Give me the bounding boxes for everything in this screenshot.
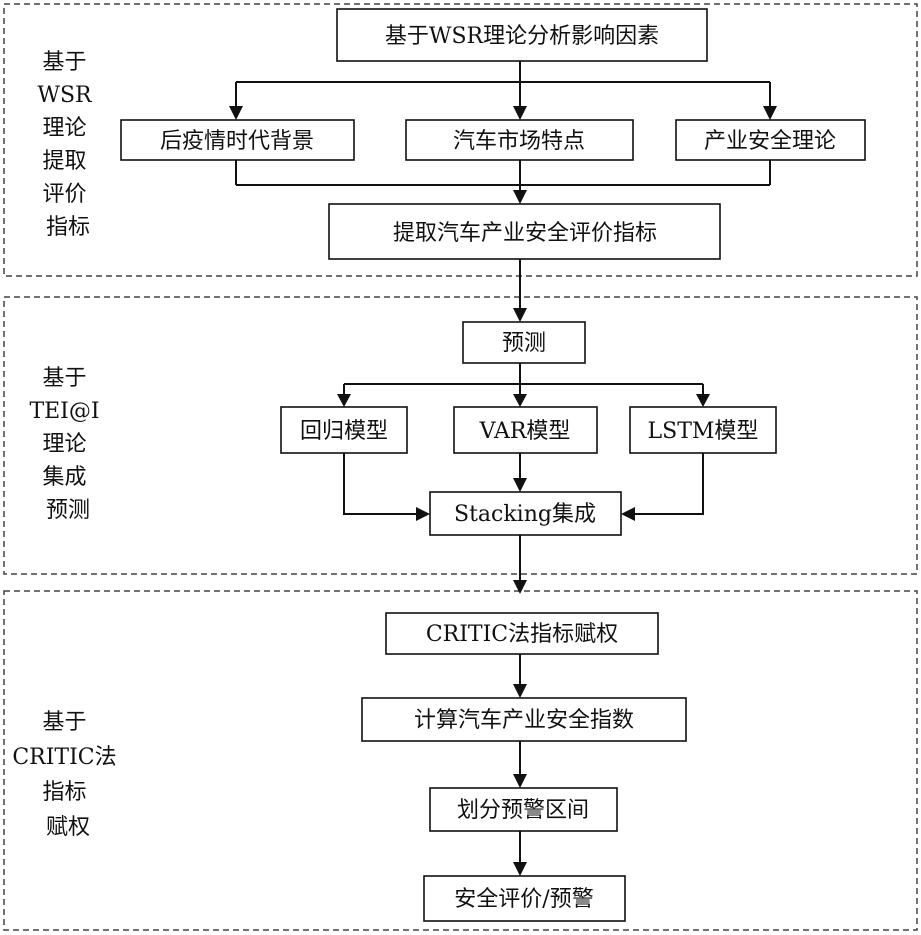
section-3-label-line: 指标	[42, 780, 86, 805]
arrowhead	[513, 684, 527, 698]
box-industry-security-theory-label: 产业安全理论	[704, 129, 836, 154]
box-critic-weighting	[385, 612, 659, 655]
box-regression-model	[280, 406, 408, 454]
box-industry-security-theory	[675, 119, 866, 161]
section-1-label-line: 理论	[42, 116, 86, 141]
arrowhead	[513, 478, 527, 492]
section-2-label: 基于 TEI@I 理论 集成 预测	[29, 366, 106, 523]
section-2-label-line: TEI@I	[29, 399, 99, 424]
section-1-label-line: 指标	[46, 215, 90, 240]
arrowhead	[416, 507, 430, 521]
arrowhead	[513, 106, 527, 120]
box-var-model	[453, 406, 598, 454]
section-2-label-line: 基于	[42, 366, 86, 391]
arrowhead	[513, 580, 527, 594]
box-auto-market-label: 汽车市场特点	[453, 129, 585, 154]
section-1-label-line: 基于	[42, 50, 86, 75]
box-lstm-model-label: LSTM模型	[648, 419, 759, 444]
box-var-model-label: VAR模型	[479, 419, 571, 444]
box-extract-indicators-label: 提取汽车产业安全评价指标	[393, 221, 657, 246]
arrowhead	[513, 190, 527, 204]
section-3-label-line: CRITIC法	[12, 745, 116, 770]
box-compute-index-label: 计算汽车产业安全指数	[414, 708, 634, 733]
box-warning-intervals-label: 划分预警区间	[457, 798, 589, 823]
box-wsr-analysis	[336, 8, 708, 62]
section-1-label-line: WSR	[37, 83, 93, 108]
arrowhead	[513, 308, 527, 322]
box-post-pandemic-label: 后疫情时代背景	[160, 129, 314, 154]
section-3-label: 基于 CRITIC法 指标 赋权	[12, 710, 123, 840]
box-lstm-model	[629, 406, 777, 454]
arrowhead	[621, 507, 635, 521]
box-stacking-label: Stacking集成	[454, 502, 596, 527]
box-compute-index	[361, 697, 687, 742]
section-1-label-line: 评价	[42, 182, 86, 207]
box-security-evaluation	[423, 875, 626, 922]
section-3-label-line: 赋权	[46, 815, 90, 840]
box-stacking	[429, 491, 622, 536]
box-security-evaluation-label: 安全评价/预警	[454, 887, 593, 912]
arrowhead	[513, 774, 527, 788]
section-2-frame	[3, 296, 918, 575]
box-critic-weighting-label: CRITIC法指标赋权	[426, 622, 618, 647]
box-auto-market	[405, 119, 634, 161]
section-3-label-line: 基于	[42, 710, 86, 735]
connector	[633, 453, 704, 515]
connector	[343, 453, 418, 515]
box-wsr-analysis-label: 基于WSR理论分析影响因素	[385, 24, 659, 49]
arrowhead	[513, 394, 527, 407]
arrowhead	[229, 106, 243, 120]
section-2-label-line: 预测	[46, 498, 90, 523]
arrowhead	[696, 394, 710, 407]
section-1-label-line: 提取	[42, 149, 86, 174]
box-regression-model-label: 回归模型	[300, 419, 388, 444]
section-2-label-line: 集成	[42, 465, 86, 490]
section-1-label: 基于 WSR 理论 提取 评价 指标	[37, 50, 98, 240]
box-warning-intervals	[429, 787, 618, 832]
box-post-pandemic	[120, 119, 355, 161]
arrowhead	[337, 394, 351, 407]
box-forecast	[462, 321, 586, 364]
section-1-frame	[3, 3, 918, 277]
arrowhead	[763, 106, 777, 120]
section-2-label-line: 理论	[42, 432, 86, 457]
box-extract-indicators	[328, 203, 721, 260]
box-forecast-label: 预测	[502, 331, 546, 356]
section-3-frame	[3, 590, 918, 931]
arrowhead	[513, 862, 527, 876]
